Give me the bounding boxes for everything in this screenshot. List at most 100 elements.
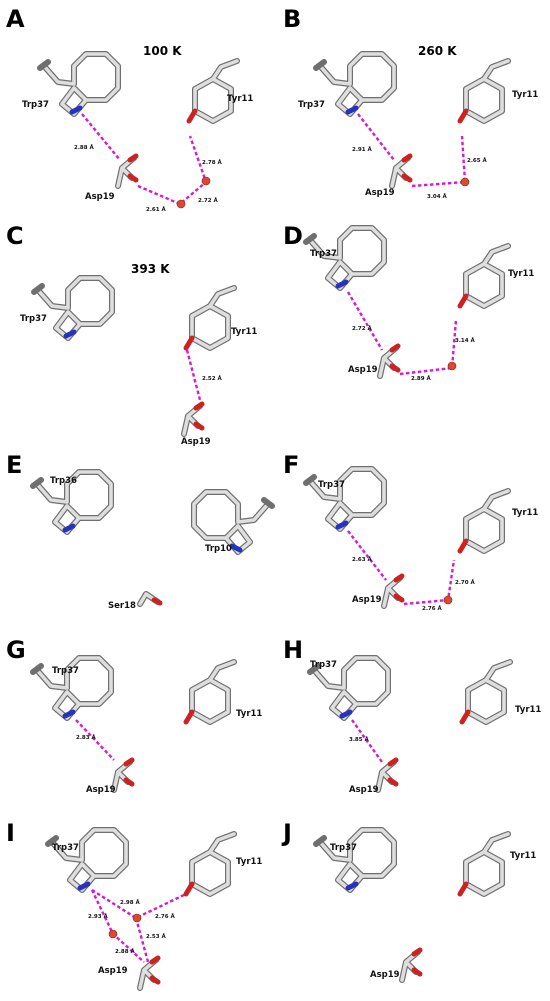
panel-d-trp-label: Trp37	[310, 249, 337, 259]
panel-i-distance-3: 2.76 Å	[155, 913, 175, 920]
panel-c-asp-label: Asp19	[181, 437, 211, 447]
panel-d-letter: D	[283, 222, 303, 250]
panel-j-asp19-structure	[402, 950, 420, 980]
panel-a-hbond-1	[81, 113, 121, 161]
panel-b-trp37-structure	[316, 54, 394, 114]
panel-a-distance-3: 2.72 Å	[198, 197, 218, 204]
panel-b-hbond-1	[357, 113, 395, 161]
panel-b-distance-3: 2.65 Å	[467, 157, 487, 164]
panel-a-letter: A	[6, 5, 25, 33]
panel-f-tyr11-structure	[460, 491, 508, 551]
panel-j-asp-label: Asp19	[370, 970, 400, 980]
panel-i-trp-label: Trp37	[52, 843, 79, 853]
panel-e-ser18-structure	[137, 591, 163, 607]
panel-d-water-1	[447, 361, 457, 371]
panel-i-water-1	[132, 913, 142, 923]
panel-h-letter: H	[283, 636, 303, 664]
panel-f-distance-1: 2.63 Å	[352, 556, 372, 563]
panel-a-tyr11-structure	[189, 61, 237, 121]
panel-a-temperature: 100 K	[143, 44, 182, 58]
panel-a-trp-label: Trp37	[22, 100, 49, 110]
panel-i-asp19-structure	[140, 958, 158, 988]
panel-f-asp-label: Asp19	[352, 595, 382, 605]
panel-a-distance-1: 2.88 Å	[74, 144, 94, 151]
panel-c-tyr11-structure	[186, 288, 234, 348]
panel-i-distance-4: 2.53 Å	[146, 933, 166, 940]
panel-i-distance-5: 2.88 Å	[115, 948, 135, 955]
panel-a-water-1	[176, 199, 186, 209]
panel-e-trp36-label: Trp36	[50, 476, 77, 486]
panel-i-distance-2: 2.98 Å	[120, 899, 140, 906]
panel-g-tyr11-structure	[186, 662, 234, 722]
panel-i-tyr-label: Tyr11	[236, 857, 262, 867]
panel-f-trp-label: Trp37	[318, 480, 345, 490]
panel-b-trp-label: Trp37	[298, 100, 325, 110]
panel-e: E Trp36 Trp10 Ser18	[6, 451, 272, 611]
panel-c-distance-1: 2.52 Å	[202, 375, 222, 382]
panel-h-hbond-1	[351, 719, 383, 763]
panel-d-asp-label: Asp19	[348, 365, 378, 375]
panel-a-trp37-structure	[40, 54, 118, 114]
panel-d-tyr-label: Tyr11	[508, 269, 534, 279]
panel-g-hbond-1	[75, 719, 115, 761]
panel-h-tyr11-structure	[462, 662, 510, 722]
panel-e-trp10-label: Trp10	[205, 544, 232, 554]
panel-j-trp-label: Trp37	[330, 843, 357, 853]
panel-h-trp-label: Trp37	[310, 660, 337, 670]
panel-h: H Trp37 Tyr11 Asp19 3.85 Å	[283, 636, 541, 795]
panel-d-hbond-2	[399, 319, 458, 376]
panel-e-ser18-label: Ser18	[108, 601, 136, 611]
panel-b-distance-2: 3.04 Å	[427, 193, 447, 200]
panel-f-trp37-structure	[306, 469, 384, 529]
panel-b-asp19-structure	[392, 156, 410, 186]
panel-d-asp19-structure	[380, 346, 398, 376]
panel-f-water-1	[443, 595, 453, 605]
panel-i: I Trp37 Tyr11 Asp19 2.93 Å 2.98 Å 2.76 Å…	[6, 819, 262, 988]
panel-f-distance-2: 2.76 Å	[422, 605, 442, 612]
panel-b-tyr11-structure	[460, 61, 508, 121]
panel-i-asp-label: Asp19	[98, 966, 128, 976]
panel-a-asp19-structure	[118, 156, 136, 186]
panel-a-distance-2: 2.61 Å	[146, 206, 166, 213]
panel-h-asp-label: Asp19	[349, 785, 379, 795]
panel-i-trp37-structure	[48, 830, 126, 890]
panel-b: B 260 K Trp37 Tyr11 Asp19 2.91 Å 3.04 Å …	[283, 5, 538, 200]
panel-j-trp37-structure	[316, 830, 394, 890]
panel-a-asp-label: Asp19	[85, 192, 115, 202]
panel-i-letter: I	[6, 819, 15, 847]
panel-c-temperature: 393 K	[131, 262, 170, 276]
panel-d-distance-2: 2.89 Å	[411, 375, 431, 382]
panel-f-tyr-label: Tyr11	[512, 508, 538, 518]
panel-h-asp19-structure	[378, 760, 396, 790]
panel-d-tyr11-structure	[460, 246, 508, 306]
panel-d-distance-3: 3.14 Å	[455, 337, 475, 344]
panel-g-trp-label: Trp37	[52, 666, 79, 676]
panel-b-asp-label: Asp19	[365, 188, 395, 198]
panel-c-tyr-label: Tyr11	[231, 327, 257, 337]
panel-c-trp37-structure	[34, 278, 112, 338]
panel-f-hbond-1	[347, 530, 387, 581]
panel-e-trp10-structure	[194, 492, 272, 552]
panel-c-letter: C	[6, 222, 24, 250]
panel-g-tyr-label: Tyr11	[236, 709, 262, 719]
panel-j-tyr11-structure	[460, 834, 508, 894]
panel-a-hbond-2	[137, 135, 208, 206]
panel-g: G Trp37 Tyr11 Asp19 2.83 Å	[6, 636, 262, 795]
panel-i-distance-1: 2.93 Å	[88, 913, 108, 920]
panel-f-letter: F	[283, 451, 299, 479]
panel-h-tyr-label: Tyr11	[515, 705, 541, 715]
panel-b-temperature: 260 K	[418, 44, 457, 58]
panel-b-water-1	[460, 177, 470, 187]
panel-d-distance-1: 2.72 Å	[352, 325, 372, 332]
panel-j: J Trp37 Tyr11 Asp19	[281, 819, 536, 980]
panel-a: A 100 K Trp37 Tyr11 Asp19 2.88 Å 2.61 Å …	[6, 5, 253, 213]
panel-g-asp-label: Asp19	[86, 785, 116, 795]
panel-e-letter: E	[6, 451, 22, 479]
panel-b-distance-1: 2.91 Å	[352, 146, 372, 153]
panel-d: D Trp37 Tyr11 Asp19 2.72 Å 2.89 Å 3.14 Å	[283, 222, 534, 382]
panel-a-tyr-label: Tyr11	[227, 94, 253, 104]
panel-b-tyr-label: Tyr11	[512, 90, 538, 100]
panel-j-letter: J	[281, 819, 292, 847]
panel-d-hbond-1	[346, 291, 384, 351]
panel-c-trp-label: Trp37	[20, 314, 47, 324]
